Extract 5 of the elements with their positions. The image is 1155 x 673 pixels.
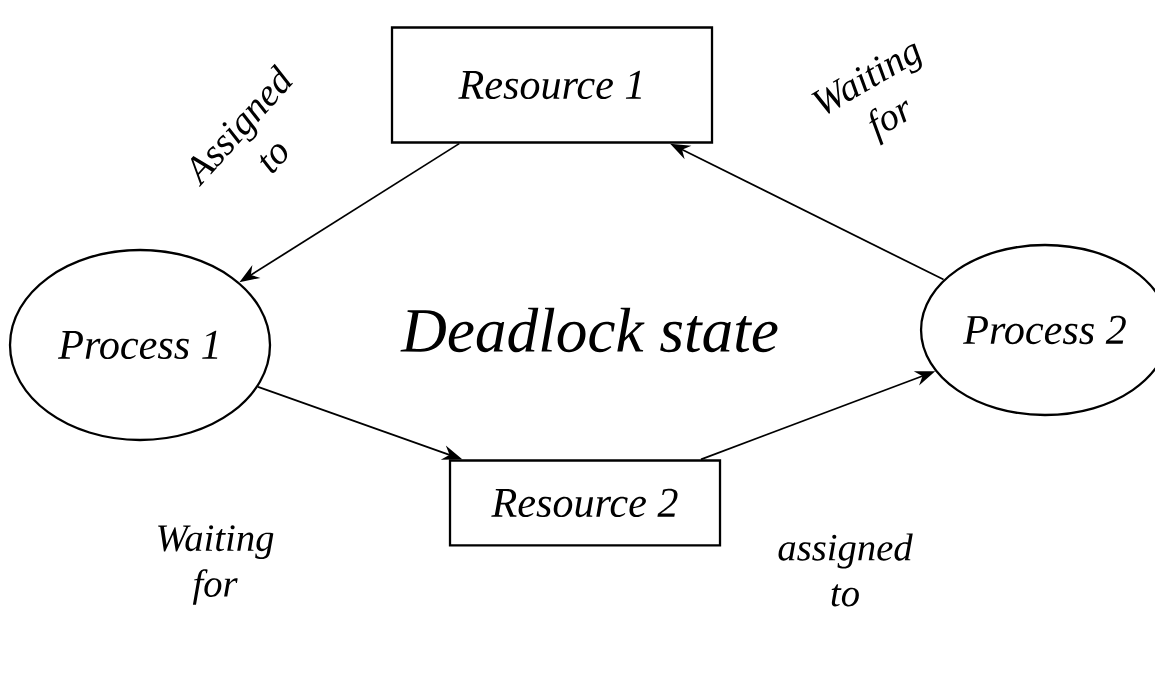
edge-label: assigned to	[766, 530, 924, 610]
resource-box: Resource 1	[390, 26, 714, 144]
edge-label: Waiting for	[136, 521, 294, 609]
resource-box: Resource 2	[448, 459, 722, 547]
center-label: Deadlock state	[400, 307, 778, 353]
